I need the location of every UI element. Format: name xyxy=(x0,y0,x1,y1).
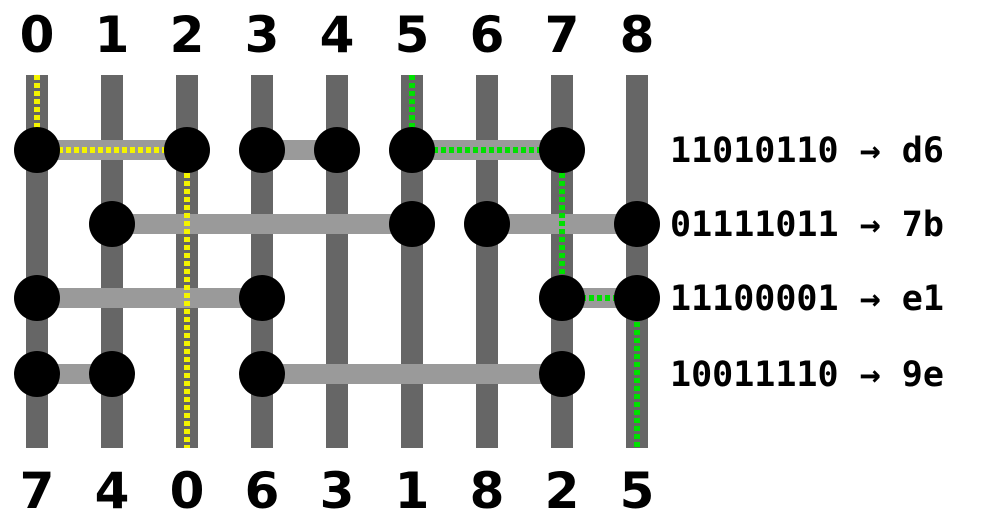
row-arrow: → xyxy=(839,355,902,395)
top-label-8: 8 xyxy=(620,6,655,64)
rung-node-r3-0-1 xyxy=(89,351,135,397)
bottom-label-5: 1 xyxy=(395,462,430,520)
row-label-1: 01111011 → 7b xyxy=(670,205,944,245)
row-label-3: 10011110 → 9e xyxy=(670,355,944,395)
vertical-line-8 xyxy=(626,75,648,448)
top-label-4: 4 xyxy=(320,6,355,64)
row-label-0: 11010110 → d6 xyxy=(670,131,944,171)
rung-node-r1-0-1 xyxy=(389,201,435,247)
rung-node-r0-2-1 xyxy=(539,127,585,173)
bottom-label-0: 7 xyxy=(20,462,55,520)
bottom-label-6: 8 xyxy=(470,462,505,520)
rung-r0-0 xyxy=(37,140,187,160)
top-label-6: 6 xyxy=(470,6,505,64)
rung-node-r0-1-1 xyxy=(314,127,360,173)
traced-path-1 xyxy=(409,75,640,448)
row-bits: 10011110 xyxy=(670,355,839,395)
top-label-2: 2 xyxy=(170,6,205,64)
vertical-line-6 xyxy=(476,75,498,448)
row-bits: 11100001 xyxy=(670,279,839,319)
row-label-2: 11100001 → e1 xyxy=(670,279,944,319)
rung-node-r2-1-1 xyxy=(614,275,660,321)
row-hex: 7b xyxy=(902,205,944,245)
rung-node-r3-1-0 xyxy=(239,351,285,397)
row-arrow: → xyxy=(839,279,902,319)
row-hex: d6 xyxy=(902,131,944,171)
top-label-7: 7 xyxy=(545,6,580,64)
rung-node-r0-0-0 xyxy=(14,127,60,173)
rung-node-r2-0-1 xyxy=(239,275,285,321)
rung-r2-0 xyxy=(37,288,262,308)
rung-node-r2-0-0 xyxy=(14,275,60,321)
rung-node-r1-0-0 xyxy=(89,201,135,247)
rung-node-r0-0-1 xyxy=(164,127,210,173)
row-bits: 11010110 xyxy=(670,131,839,171)
rung-node-r0-2-0 xyxy=(389,127,435,173)
rung-node-r1-1-1 xyxy=(614,201,660,247)
top-label-1: 1 xyxy=(95,6,130,64)
bottom-label-4: 3 xyxy=(320,462,355,520)
top-label-3: 3 xyxy=(245,6,280,64)
rung-r3-1 xyxy=(262,364,562,384)
rung-node-r0-1-0 xyxy=(239,127,285,173)
rung-r1-0 xyxy=(112,214,412,234)
row-arrow: → xyxy=(839,205,902,245)
bottom-label-2: 0 xyxy=(170,462,205,520)
traced-paths xyxy=(34,75,640,448)
rung-node-r1-1-0 xyxy=(464,201,510,247)
row-arrow: → xyxy=(839,131,902,171)
rung-node-r2-1-0 xyxy=(539,275,585,321)
rung-node-r3-0-0 xyxy=(14,351,60,397)
rung-nodes xyxy=(14,127,660,397)
top-label-5: 5 xyxy=(395,6,430,64)
row-hex: e1 xyxy=(902,279,944,319)
bottom-label-7: 2 xyxy=(545,462,580,520)
rung-node-r3-1-1 xyxy=(539,351,585,397)
row-bits: 01111011 xyxy=(670,205,839,245)
rung-r0-2 xyxy=(412,140,562,160)
bottom-label-8: 5 xyxy=(620,462,655,520)
bottom-label-1: 4 xyxy=(95,462,130,520)
top-label-0: 0 xyxy=(20,6,55,64)
bottom-label-3: 6 xyxy=(245,462,280,520)
row-hex: 9e xyxy=(902,355,944,395)
